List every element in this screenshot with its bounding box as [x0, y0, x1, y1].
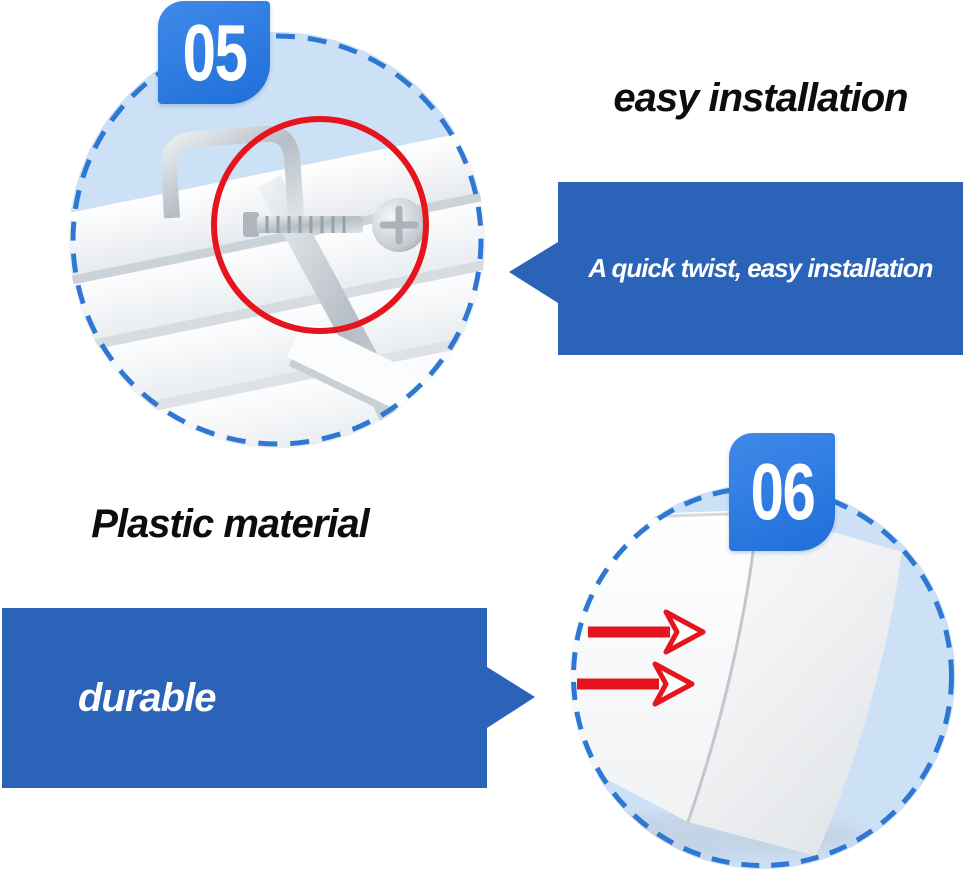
step-number: 06 — [750, 447, 815, 536]
feature-heading-plastic-material: Plastic material — [91, 502, 370, 546]
callout-text: A quick twist, easy installation — [588, 253, 933, 283]
step-badge-06: 06 — [729, 433, 835, 551]
feature-heading-easy-installation: easy installation — [613, 76, 908, 120]
blind-clip-photo — [69, 32, 485, 448]
callout-arrow-left-icon — [509, 242, 558, 303]
callout-banner-durable: durable — [2, 608, 535, 788]
callout-banner-easy-installation: A quick twist, easy installation — [509, 182, 963, 355]
feature-photo-circle-06: 06 — [570, 433, 955, 869]
feature-photo-circle-05: 05 — [69, 1, 485, 448]
step-number: 05 — [182, 7, 247, 97]
callout-text: durable — [78, 675, 216, 720]
blind-clip-photo-art — [69, 32, 485, 448]
callout-arrow-right-icon — [487, 667, 535, 728]
step-badge-05: 05 — [158, 1, 270, 104]
